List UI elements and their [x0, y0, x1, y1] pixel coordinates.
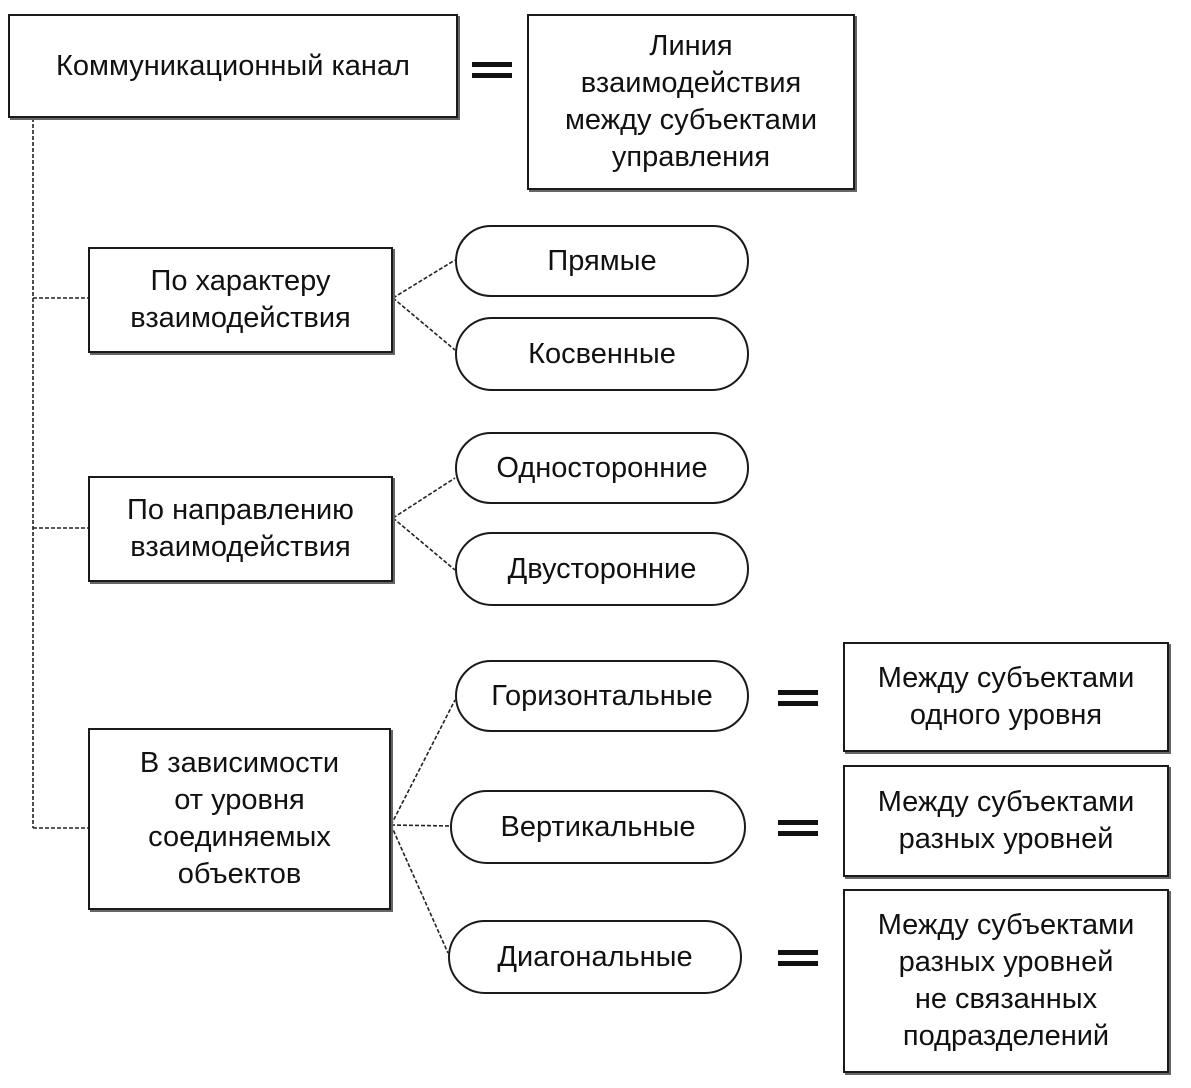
- equals-sign: [778, 818, 818, 838]
- root-node: Коммуникационный канал: [8, 14, 458, 118]
- type-vertical: Вертикальные: [450, 790, 746, 864]
- definition-text: Между субъектами разных уровней: [877, 786, 1135, 855]
- type-direct: Прямые: [455, 225, 749, 297]
- type-indirect: Косвенные: [455, 317, 749, 391]
- root-definition-text: Линия взаимодействия между субъектами уп…: [564, 30, 818, 173]
- equals-sign: [472, 60, 512, 80]
- criterion-label: По характеру взаимодействия: [130, 265, 351, 334]
- criterion-object-level: В зависимости от уровня соединяемых объе…: [88, 728, 391, 910]
- type-diagonal: Диагональные: [448, 920, 742, 994]
- definition-text: Между субъектами одного уровня: [877, 662, 1135, 731]
- criterion-label: В зависимости от уровня соединяемых объе…: [139, 747, 340, 890]
- definition-text: Между субъектами разных уровней не связа…: [877, 909, 1135, 1052]
- definition-horizontal: Между субъектами одного уровня: [843, 642, 1169, 752]
- type-one-way: Односторонние: [455, 432, 749, 504]
- type-label: Косвенные: [528, 337, 676, 370]
- equals-sign: [778, 948, 818, 968]
- criterion-label: По направлению взаимодействия: [127, 494, 354, 563]
- type-horizontal: Горизонтальные: [455, 660, 749, 732]
- type-label: Односторонние: [496, 451, 708, 484]
- type-label: Прямые: [547, 244, 657, 277]
- definition-diagonal: Между субъектами разных уровней не связа…: [843, 889, 1169, 1073]
- equals-sign: [778, 688, 818, 708]
- type-label: Двусторонние: [507, 552, 697, 585]
- type-label: Вертикальные: [500, 810, 696, 843]
- criterion-interaction-direction: По направлению взаимодействия: [88, 476, 393, 582]
- type-label: Диагональные: [497, 940, 693, 973]
- type-label: Горизонтальные: [491, 679, 713, 712]
- type-two-way: Двусторонние: [455, 532, 749, 606]
- root-label: Коммуникационный канал: [56, 49, 410, 82]
- definition-vertical: Между субъектами разных уровней: [843, 765, 1169, 877]
- root-definition: Линия взаимодействия между субъектами уп…: [527, 14, 855, 190]
- criterion-interaction-character: По характеру взаимодействия: [88, 247, 393, 353]
